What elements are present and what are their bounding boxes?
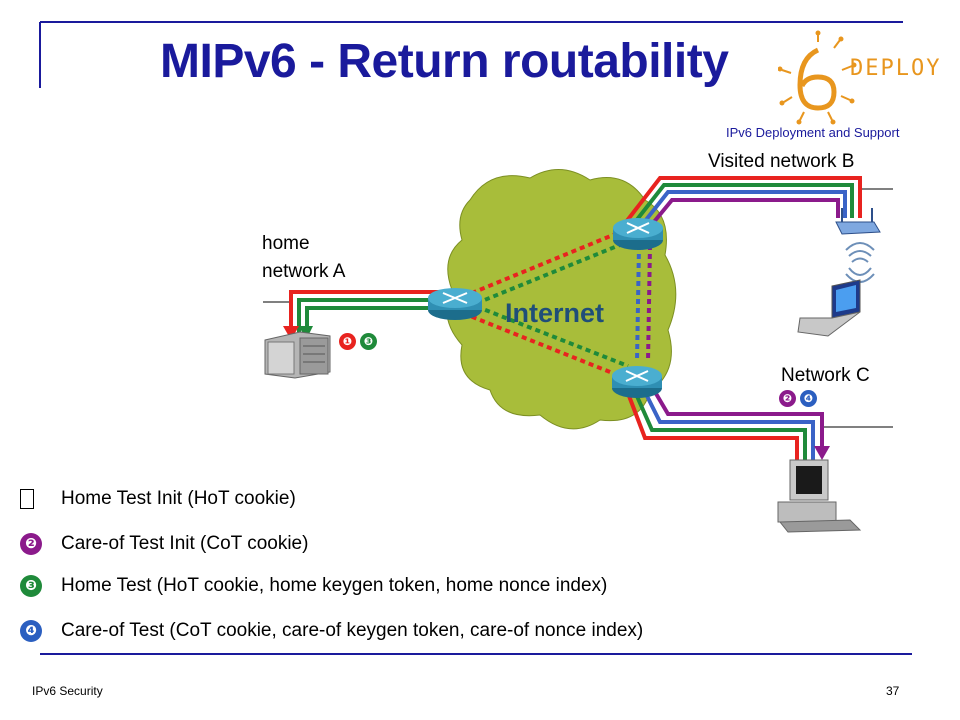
legend-text: Care-of Test (CoT cookie, care-of keygen… xyxy=(61,620,644,641)
legend-item-1: Home Test Init (HoT cookie) xyxy=(20,482,296,516)
router-home-icon xyxy=(428,288,482,320)
link-dotted-purple-vertical xyxy=(646,244,652,363)
legend-marker-missing-glyph xyxy=(20,489,34,509)
legend-item-3: ❸ Home Test (HoT cookie, home keygen tok… xyxy=(20,569,607,603)
path-red-home xyxy=(289,290,455,332)
home-badge-1: ❶ xyxy=(339,333,356,350)
path-purple-visited xyxy=(642,198,840,236)
legend-item-2: ❷ Care-of Test Init (CoT cookie) xyxy=(20,527,308,561)
access-point-icon xyxy=(835,208,881,235)
desktop-computer-icon xyxy=(777,459,862,533)
home-server-icon xyxy=(264,331,331,379)
link-dotted-red-top xyxy=(454,226,631,302)
home-network-label-line1: home xyxy=(262,233,310,254)
deploy-logo-icon xyxy=(778,30,857,125)
legend-text: Home Test Init (HoT cookie) xyxy=(61,488,296,509)
path-blue-netc xyxy=(638,381,815,460)
wifi-signal-icon xyxy=(845,242,875,283)
path-green-home-2 xyxy=(305,306,455,332)
legend-badge: ❹ xyxy=(20,620,42,642)
home-badge-3: ❸ xyxy=(360,333,377,350)
legend-text: Home Test (HoT cookie, home keygen token… xyxy=(61,575,608,596)
link-dotted-green-bottom xyxy=(459,298,629,368)
router-top-icon xyxy=(613,218,663,250)
network-c-badge-4: ❹ xyxy=(800,390,817,407)
path-red-netc xyxy=(624,387,799,460)
link-dotted-red-bottom xyxy=(454,308,626,380)
legend-badge: ❷ xyxy=(20,533,42,555)
logo-subtitle: IPv6 Deployment and Support xyxy=(726,125,900,140)
link-dotted-green-top xyxy=(459,238,633,312)
slide-title: MIPv6 - Return routability xyxy=(160,35,729,88)
router-bottom-icon xyxy=(612,366,662,398)
link-dotted-blue-vertical xyxy=(635,244,641,363)
path-green-visited xyxy=(630,183,854,228)
network-c-label: Network C xyxy=(781,365,870,386)
internet-label: Internet xyxy=(505,298,605,328)
legend-text: Care-of Test Init (CoT cookie) xyxy=(61,533,309,554)
footer-title: IPv6 Security xyxy=(32,684,103,698)
path-purple-netc xyxy=(646,378,824,450)
laptop-icon xyxy=(797,279,861,337)
path-blue-visited xyxy=(636,190,847,232)
path-red-visited xyxy=(624,176,862,224)
home-network-label-line2: network A xyxy=(262,261,346,282)
visited-network-label: Visited network B xyxy=(708,151,855,172)
path-green-netc xyxy=(630,384,807,460)
page-number: 37 xyxy=(886,684,900,698)
legend-item-4: ❹ Care-of Test (CoT cookie, care-of keyg… xyxy=(20,614,643,648)
path-green-home xyxy=(297,298,455,332)
logo-wordmark: DEPLOY xyxy=(850,56,942,81)
arrowhead-netc-purple xyxy=(814,446,830,460)
legend-badge: ❸ xyxy=(20,575,42,597)
arrowhead-home-red xyxy=(283,326,299,340)
network-c-badge-2: ❷ xyxy=(779,390,796,407)
